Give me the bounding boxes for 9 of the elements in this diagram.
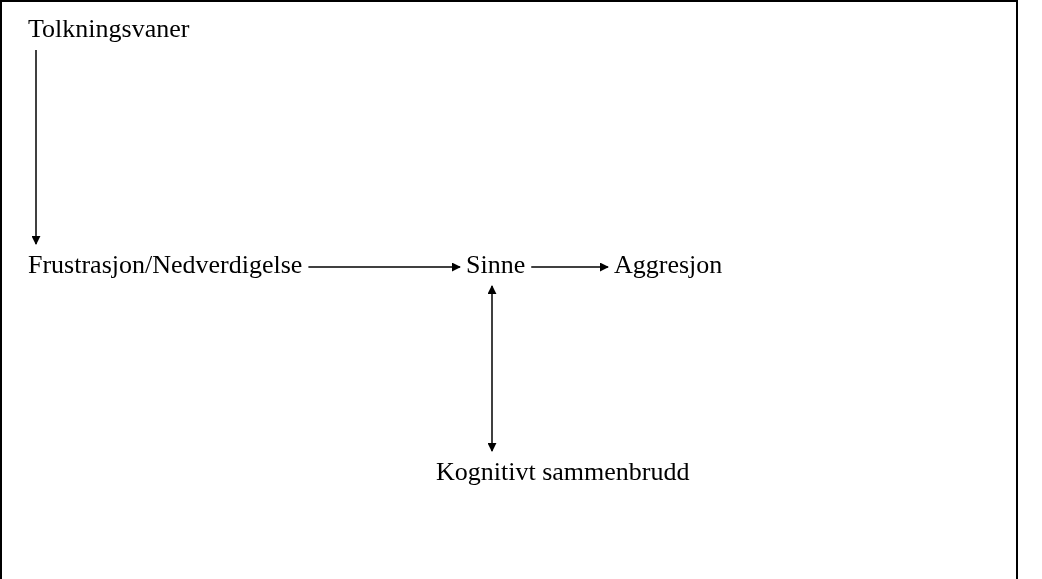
arrow [487, 285, 497, 452]
node-text: Frustrasjon/Nedverdigelse [28, 248, 303, 282]
node-text: Kognitivt sammenbrudd [436, 455, 690, 489]
node-text: Tolkningsvaner [28, 12, 190, 46]
node-text: Sinne [466, 248, 526, 282]
arrow [307, 262, 461, 272]
arrow [530, 262, 609, 272]
arrow [31, 49, 41, 245]
node-text: Aggresjon [614, 248, 723, 282]
